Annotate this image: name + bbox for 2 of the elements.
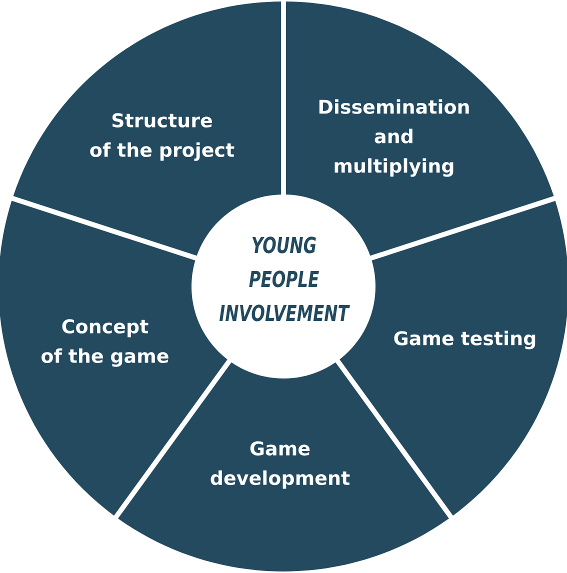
- node-label: Dissemination and multiplying: [319, 99, 469, 177]
- node-label: Structure of the project: [90, 113, 234, 161]
